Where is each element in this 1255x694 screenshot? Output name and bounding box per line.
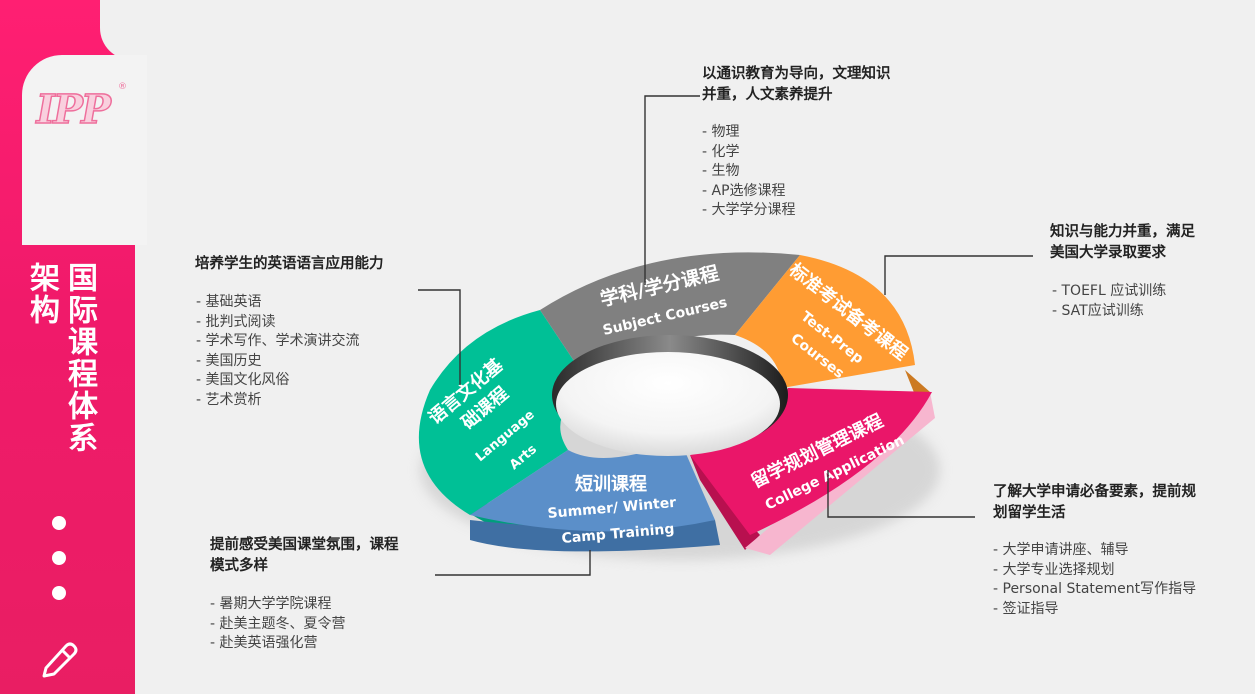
list-item: - 学术写作、学术演讲交流 — [196, 333, 360, 349]
callout-testprep-list: - TOEFL 应试训练 - SAT应试训练 — [1052, 282, 1166, 321]
callout-college-heading: 了解大学申请必备要素，提前规 划留学生活 — [993, 482, 1196, 524]
callout-testprep-heading: 知识与能力并重，满足 美国大学录取要求 — [1050, 222, 1195, 264]
list-item: - 暑期大学学院课程 — [210, 596, 332, 612]
heading-line: 划留学生活 — [993, 505, 1066, 521]
ring-center — [556, 352, 780, 456]
list-item: - 化学 — [702, 143, 740, 160]
list-item: - 赴美英语强化营 — [210, 635, 318, 651]
list-item: - 美国历史 — [196, 352, 262, 369]
list-item: - 大学学分课程 — [702, 202, 796, 218]
heading-line: 美国大学录取要求 — [1050, 245, 1166, 261]
segment-college-application[interactable] — [690, 388, 932, 535]
list-item: - 签证指导 — [993, 600, 1059, 617]
list-item: - 艺术赏析 — [196, 391, 262, 408]
callout-summer-heading: 提前感受美国课堂氛围，课程 模式多样 — [210, 535, 399, 577]
nav-dot-3[interactable] — [52, 586, 66, 600]
segment-test-prep[interactable] — [735, 255, 915, 388]
list-item: - 赴美主题冬、夏令营 — [210, 615, 346, 632]
heading-line: 以通识教育为导向，文理知识 — [702, 66, 891, 82]
callout-summer-list: - 暑期大学学院课程 - 赴美主题冬、夏令营 - 赴美英语强化营 — [210, 595, 346, 654]
sidebar: IPP ® 国际课程体系 架构 — [0, 0, 147, 694]
list-item: - 物理 — [702, 124, 740, 140]
heading-line: 培养学生的英语语言应用能力 — [195, 256, 384, 272]
nav-dot-1[interactable] — [52, 516, 66, 530]
list-item: - 基础英语 — [196, 294, 262, 310]
list-item: - TOEFL 应试训练 — [1052, 283, 1167, 299]
callout-subject-list: - 物理 - 化学 - 生物 - AP选修课程 - 大学学分课程 — [702, 123, 796, 221]
list-item: - 批判式阅读 — [196, 313, 276, 330]
list-item: - AP选修课程 — [702, 182, 786, 199]
sidebar-title-line1: 国际课程体系 — [62, 262, 97, 454]
list-item: - 美国文化风俗 — [196, 372, 290, 388]
segment-summer-winter[interactable] — [470, 440, 715, 532]
heading-line: 并重，人文素养提升 — [702, 87, 833, 103]
callout-language-heading: 培养学生的英语语言应用能力 — [195, 254, 384, 275]
pencil-icon[interactable] — [40, 638, 82, 678]
heading-line: 了解大学申请必备要素，提前规 — [993, 484, 1196, 500]
list-item: - Personal Statement写作指导 — [993, 581, 1197, 597]
logo-panel — [22, 55, 147, 245]
nav-dot-2[interactable] — [52, 551, 66, 565]
label-summer-cn: 短训课程 — [575, 473, 647, 495]
logo-registered-mark: ® — [118, 82, 127, 92]
callout-language-list: - 基础英语 - 批判式阅读 - 学术写作、学术演讲交流 - 美国历史 - 美国… — [196, 293, 360, 410]
callout-subject-heading: 以通识教育为导向，文理知识 并重，人文素养提升 — [702, 64, 891, 106]
list-item: - 大学专业选择规划 — [993, 561, 1115, 578]
list-item: - 大学申请讲座、辅导 — [993, 542, 1129, 558]
heading-line: 提前感受美国课堂氛围，课程 — [210, 537, 399, 553]
list-item: - SAT应试训练 — [1052, 302, 1144, 319]
leader-lines — [418, 95, 1033, 576]
callout-college-list: - 大学申请讲座、辅导 - 大学专业选择规划 - Personal Statem… — [993, 541, 1196, 619]
sidebar-title-line2: 架构 — [24, 262, 59, 326]
segment-language-arts[interactable] — [418, 310, 590, 515]
heading-line: 模式多样 — [210, 558, 268, 574]
heading-line: 知识与能力并重，满足 — [1050, 224, 1195, 240]
list-item: - 生物 — [702, 163, 740, 179]
